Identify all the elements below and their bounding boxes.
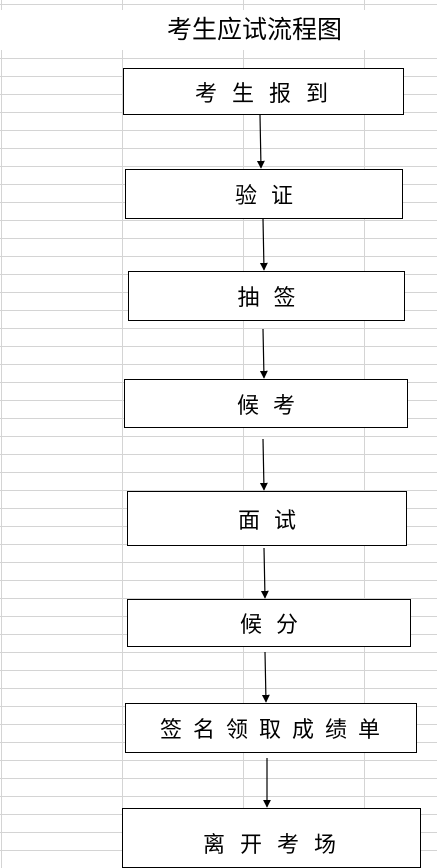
step-label-report: 考 生 报 到 [195, 81, 332, 107]
step-box-verify: 验 证 [125, 169, 403, 219]
diagram-title: 考生应试流程图 [0, 10, 437, 50]
step-label-sign-score-sheet: 签 名 领 取 成 绩 单 [160, 718, 382, 743]
step-box-wait-score: 候 分 [127, 599, 411, 647]
flow-arrow-4 [259, 438, 268, 491]
step-label-draw-lots: 抽 签 [237, 286, 296, 311]
flow-arrow-5 [260, 547, 269, 599]
step-box-interview: 面 试 [127, 491, 407, 546]
step-label-wait-exam: 候 考 [237, 393, 295, 419]
step-label-interview: 面 试 [238, 508, 296, 534]
flow-arrow-6 [261, 651, 270, 703]
step-box-wait-exam: 候 考 [124, 379, 408, 428]
flow-arrow-2 [259, 218, 268, 271]
step-label-leave: 离 开 考 场 [203, 833, 340, 858]
step-box-report: 考 生 报 到 [123, 68, 404, 115]
step-box-leave: 离 开 考 场 [122, 808, 421, 868]
flow-arrow-3 [259, 328, 268, 379]
step-label-wait-score: 候 分 [240, 613, 298, 638]
step-box-draw-lots: 抽 签 [128, 271, 405, 321]
flow-arrow-1 [256, 114, 265, 169]
step-label-verify: 验 证 [235, 184, 293, 209]
step-box-sign-score-sheet: 签 名 领 取 成 绩 单 [125, 703, 417, 753]
diagram-title-text: 考生应试流程图 [167, 15, 343, 44]
